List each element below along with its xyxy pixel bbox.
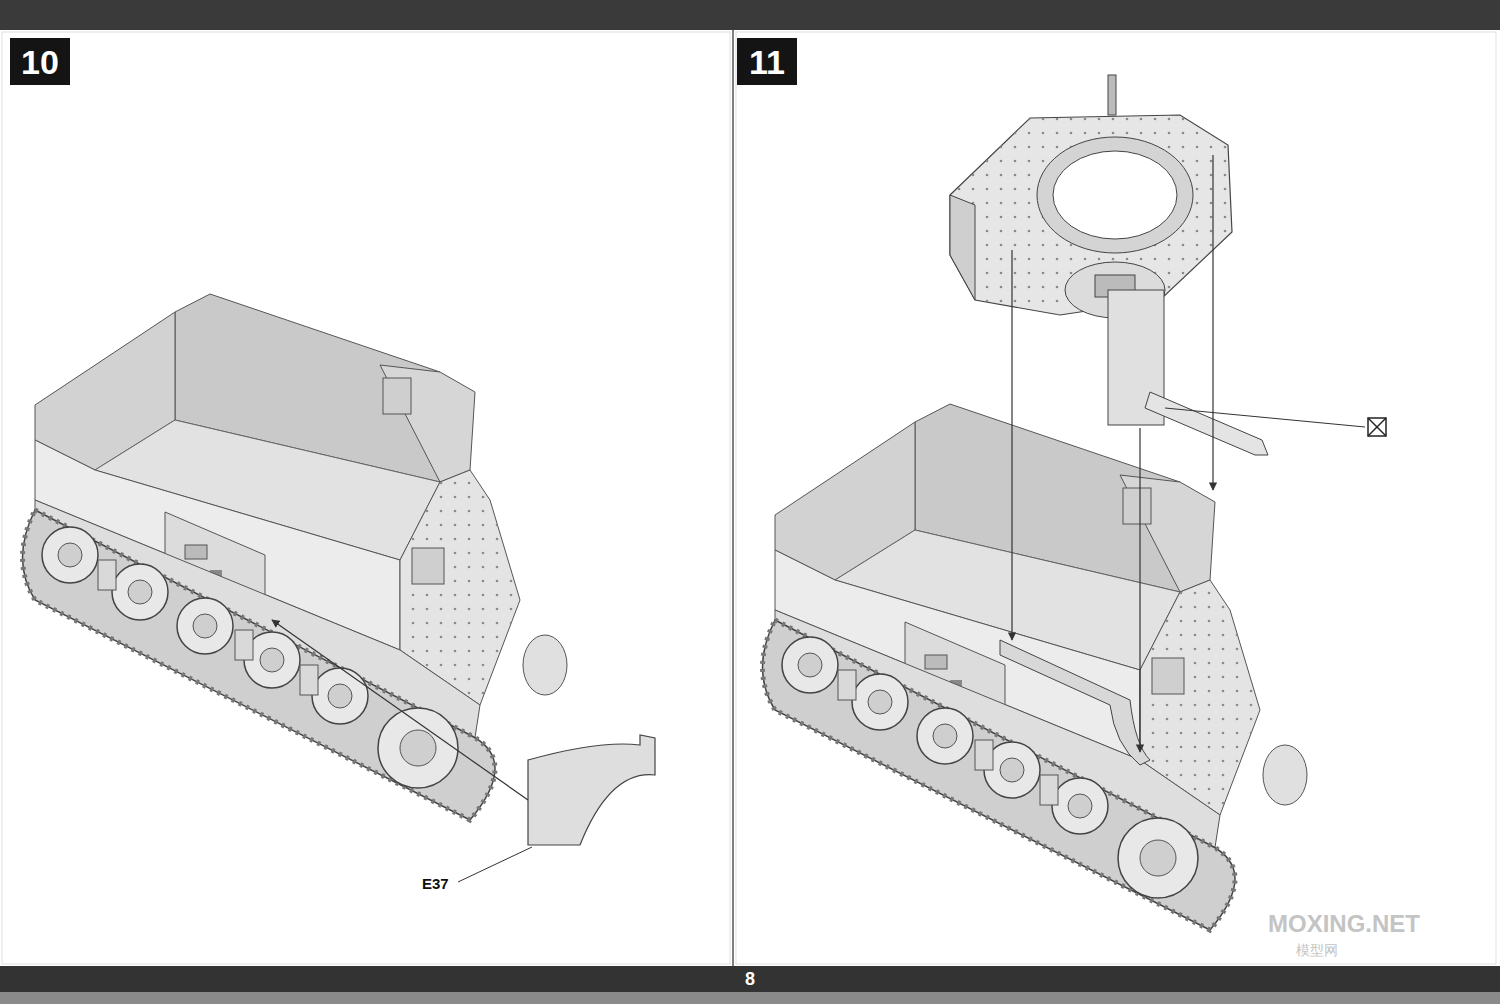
step-number-box: 11 bbox=[737, 38, 797, 85]
watermark: MOXING.NET bbox=[1268, 912, 1420, 936]
step-number-box: 10 bbox=[10, 38, 70, 85]
watermark: 模型网 bbox=[1296, 943, 1338, 957]
step-number: 11 bbox=[749, 45, 785, 79]
part-number: E37 bbox=[422, 876, 449, 891]
step-number: 10 bbox=[21, 45, 59, 79]
page-number: 8 bbox=[745, 970, 755, 988]
